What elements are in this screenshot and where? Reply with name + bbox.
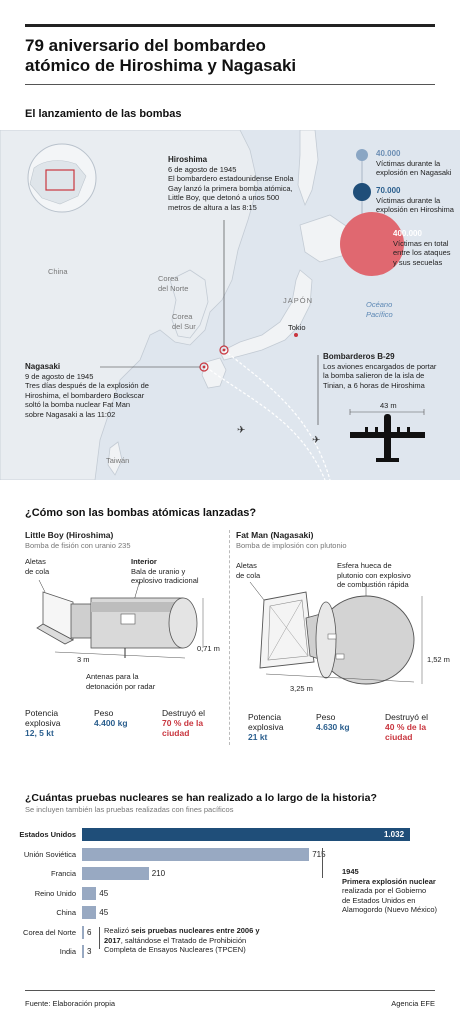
fat-man-name: Fat Man (Nagasaki) (236, 530, 314, 540)
footer-source: Fuente: Elaboración propia (25, 999, 116, 1008)
map: ✈ ✈ (0, 130, 460, 480)
top-rule (25, 24, 435, 27)
little-boy-tail-label: Aletas de cola (25, 557, 50, 576)
bar-value: 715 (312, 849, 326, 859)
bar-label: Francia (50, 869, 76, 878)
little-boy-interior-label: Interior Bala de uranio y explosivo trad… (131, 557, 199, 585)
fat-man-length: 3,25 m (290, 684, 313, 693)
bar-value: 210 (151, 869, 166, 878)
map-label-north-korea: Corea del Norte (158, 274, 189, 293)
bar-label: Corea del Norte (23, 927, 76, 937)
bar-value: 1.032 (384, 830, 405, 839)
little-boy-power: Potencia explosiva 12, 5 kt (25, 708, 61, 738)
little-boy-weight: Peso 4.400 kg (94, 708, 128, 728)
plane-icon-1: ✈ (237, 425, 245, 436)
b29-wingspan-label: 43 m (380, 401, 397, 410)
taiwan-land (107, 441, 123, 476)
korea-land (169, 269, 209, 339)
fat-man-sphere-label: Esfera hueca de plutonio con explosivo d… (337, 561, 411, 589)
little-boy-drawing (36, 580, 204, 659)
section-bombs-title: ¿Cómo son las bombas atómicas lanzadas? (25, 507, 257, 519)
flight-path-nagasaki (205, 366, 326, 480)
globe-highlight (45, 169, 75, 191)
bar (82, 847, 310, 861)
bar-label: Reino Unido (34, 888, 76, 898)
fat-man-tail-label: Aletas de cola (236, 561, 261, 580)
little-boy-subtitle: Bomba de fisión con uranio 235 (25, 541, 131, 550)
section-tests-subtitle: Se incluyen también las pruebas realizad… (25, 805, 234, 814)
bar (82, 828, 410, 841)
section-tests-title: ¿Cuántas pruebas nucleares se han realiz… (25, 792, 377, 804)
bar-value: 6 (87, 927, 92, 937)
title-divider (25, 84, 435, 85)
plane-icon-2: ✈ (312, 435, 320, 446)
b29-annotation: Bombarderos B-29 Los aviones encargados … (323, 352, 437, 390)
note-korea-leader (99, 927, 100, 949)
bombs-divider (229, 530, 230, 745)
map-label-japan: JAPÓN (283, 296, 314, 305)
fat-man-destroyed: Destruyó el 40 % de la ciudad (385, 712, 428, 742)
note-korea: Realizó seis pruebas nucleares entre 200… (104, 926, 260, 954)
bar-label: Estados Unidos (19, 830, 76, 839)
fat-man-drawing (249, 582, 423, 685)
bar (82, 886, 97, 900)
section-launch-title: El lanzamiento de las bombas (25, 108, 182, 120)
sakhalin-land (297, 130, 319, 207)
bar-label: Unión Soviética (23, 849, 76, 859)
note-1945-leader (322, 848, 323, 878)
map-label-china: China (48, 267, 68, 276)
fat-man-subtitle: Bomba de implosión con plutonio (236, 541, 347, 550)
little-boy-antennas-label: Antenas para la detonación por radar (86, 672, 156, 691)
map-label-south-korea: Corea del Sur (172, 312, 196, 331)
bar-value: 3 (87, 947, 92, 956)
victims-nagasaki-circle (356, 149, 368, 161)
victims-hiroshima-circle (353, 183, 371, 201)
footer-divider (25, 990, 435, 991)
map-label-tokyo: Tokio (288, 323, 306, 332)
b29-silhouette-icon (349, 409, 425, 462)
bar (82, 867, 149, 880)
note-1945: 1945 Primera explosión nuclear realizada… (342, 867, 438, 914)
bar (82, 906, 97, 919)
bar-value: 45 (99, 908, 109, 917)
little-boy-diameter: 0,71 m (197, 644, 220, 653)
nagasaki-annotation: Nagasaki 9 de agosto de 1945 Tres días d… (25, 362, 149, 419)
bar (82, 925, 84, 939)
bar-value: 45 (99, 888, 109, 898)
victims-total-circle (340, 212, 404, 276)
little-boy-name: Little Boy (Hiroshima) (25, 530, 114, 540)
map-label-taiwan: Taiwán (106, 456, 130, 465)
bar-label: China (56, 908, 76, 917)
map-label-ocean: Océano Pacífico (366, 300, 393, 319)
flight-path-hiroshima (223, 349, 331, 480)
victims-nagasaki: 40.000 Víctimas durante la explosión en … (376, 149, 452, 177)
bar-label: India (59, 947, 76, 956)
victims-total: 400.000 Víctimas en total entre los ataq… (393, 229, 451, 267)
mainland-land (0, 130, 259, 480)
page-title: 79 aniversario del bombardeo atómico de … (25, 36, 297, 75)
victims-hiroshima: 70.000 Víctimas durante la explosión en … (376, 186, 454, 214)
bar (82, 945, 84, 958)
tokyo-dot (294, 333, 298, 337)
fat-man-power: Potencia explosiva 21 kt (248, 712, 284, 742)
little-boy-length: 3 m (77, 655, 90, 664)
fat-man-weight: Peso 4.630 kg (316, 712, 350, 732)
footer-agency: Agencia EFE (391, 999, 435, 1008)
little-boy-destroyed: Destruyó el 70 % de la ciudad (162, 708, 205, 738)
hiroshima-annotation: Hiroshima 6 de agosto de 1945 El bombard… (168, 155, 294, 212)
fat-man-diameter: 1,52 m (427, 655, 450, 664)
honshu-land (219, 269, 313, 361)
